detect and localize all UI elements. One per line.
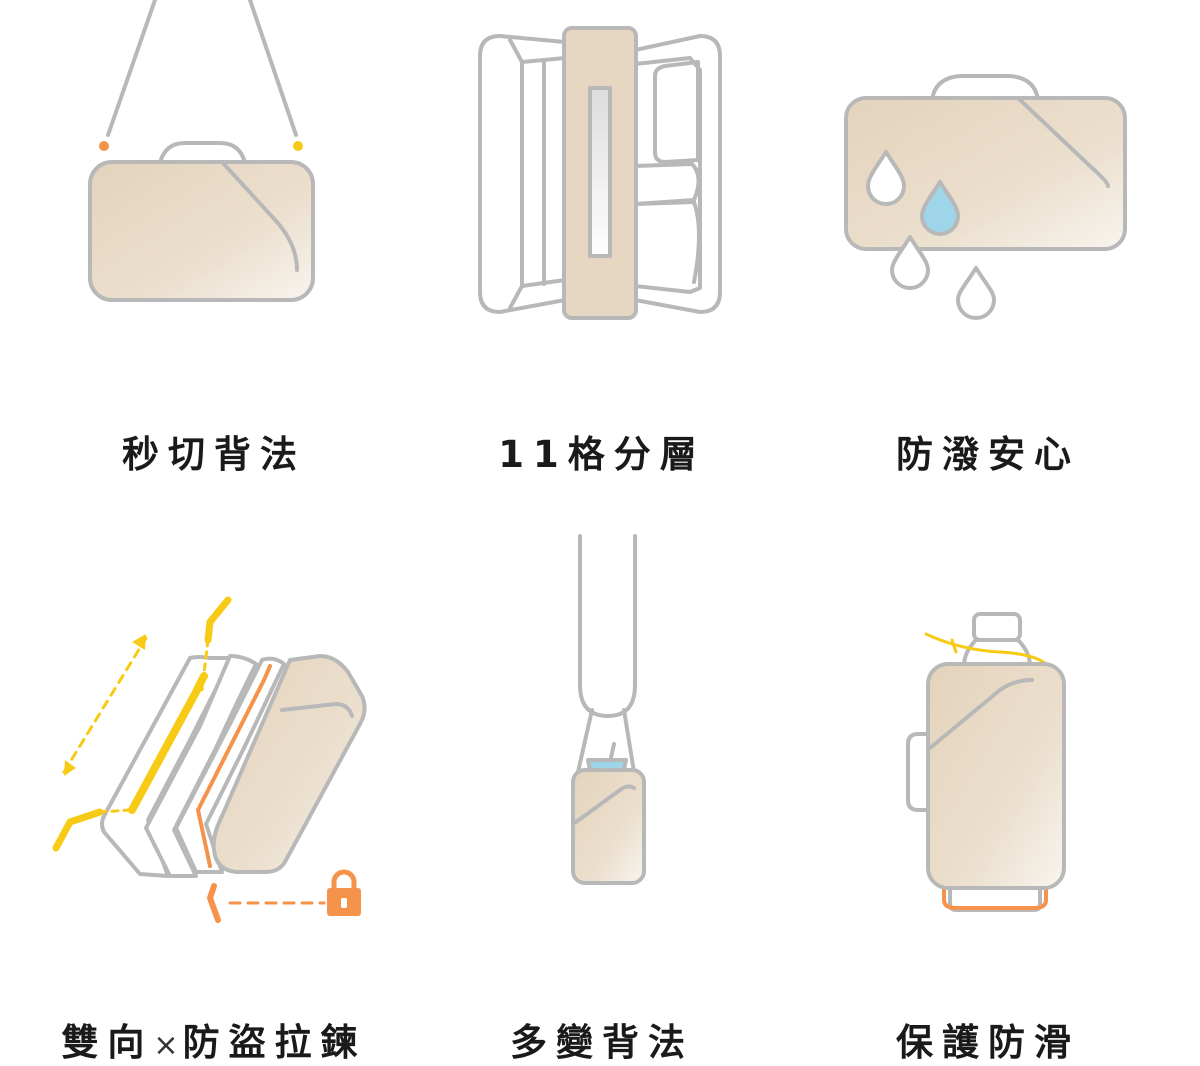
bottle-protect-icon <box>906 612 1066 912</box>
feature-label-versatile-carry: 多變背法 <box>510 1021 694 1064</box>
versatile-carry-icon <box>571 534 646 885</box>
feature-label-organizer-layers: 11格分層 <box>498 433 706 476</box>
label-part-two-way: 雙向 <box>61 1021 154 1064</box>
feature-label-water-repellent: 防潑安心 <box>896 433 1080 476</box>
water-repellent-icon <box>844 74 1127 320</box>
label-part-anti-theft-zipper: 防盜拉鍊 <box>182 1021 367 1064</box>
organizer-layers-icon <box>478 26 722 320</box>
times-sign: × <box>153 1028 183 1063</box>
two-way-zipper-lock-icon <box>52 596 367 923</box>
feature-label-two-way-anti-theft-zipper: 雙向×防盜拉鍊 <box>14 1012 414 1066</box>
crossbody-bag-icon <box>88 0 315 302</box>
feature-label-protect-anti-slip: 保護防滑 <box>896 1021 1080 1064</box>
feature-label-quick-switch-carry: 秒切背法 <box>122 433 306 476</box>
